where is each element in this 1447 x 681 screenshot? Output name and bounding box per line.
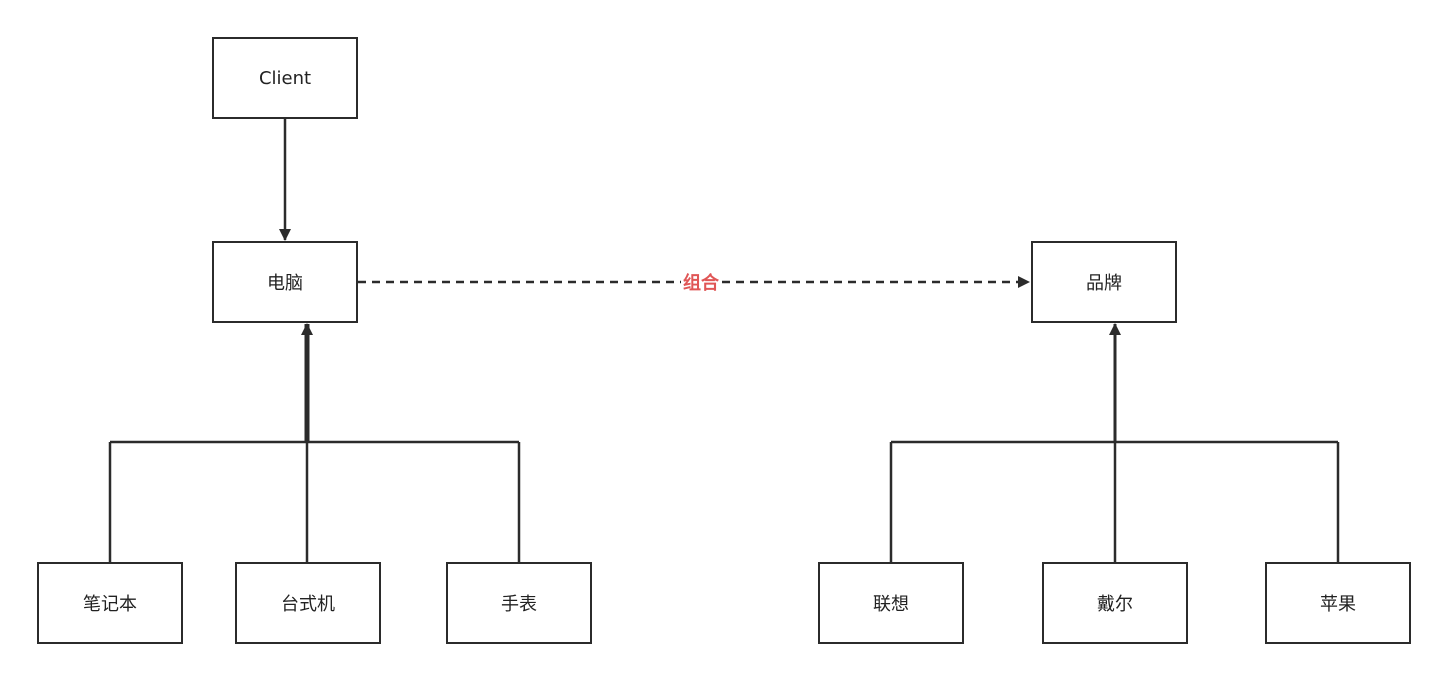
- node-laptop-label: 笔记本: [83, 594, 137, 615]
- node-watch[interactable]: 手表: [446, 562, 592, 644]
- node-brand-label: 品牌: [1086, 273, 1122, 294]
- left-inheritance-tree: [108, 323, 521, 562]
- node-lenovo[interactable]: 联想: [818, 562, 964, 644]
- node-desktop-label: 台式机: [281, 594, 335, 615]
- node-dell[interactable]: 戴尔: [1042, 562, 1188, 644]
- right-inheritance-tree: [889, 323, 1340, 562]
- composition-edge-label: 组合: [681, 269, 721, 295]
- node-apple[interactable]: 苹果: [1265, 562, 1411, 644]
- node-client[interactable]: Client: [212, 37, 358, 119]
- node-computer[interactable]: 电脑: [212, 241, 358, 323]
- node-desktop[interactable]: 台式机: [235, 562, 381, 644]
- node-brand[interactable]: 品牌: [1031, 241, 1177, 323]
- node-computer-label: 电脑: [267, 273, 303, 294]
- node-dell-label: 戴尔: [1097, 594, 1133, 615]
- node-client-label: Client: [258, 67, 312, 89]
- node-laptop[interactable]: 笔记本: [37, 562, 183, 644]
- node-apple-label: 苹果: [1320, 594, 1356, 615]
- node-watch-label: 手表: [501, 594, 537, 615]
- node-lenovo-label: 联想: [873, 594, 909, 615]
